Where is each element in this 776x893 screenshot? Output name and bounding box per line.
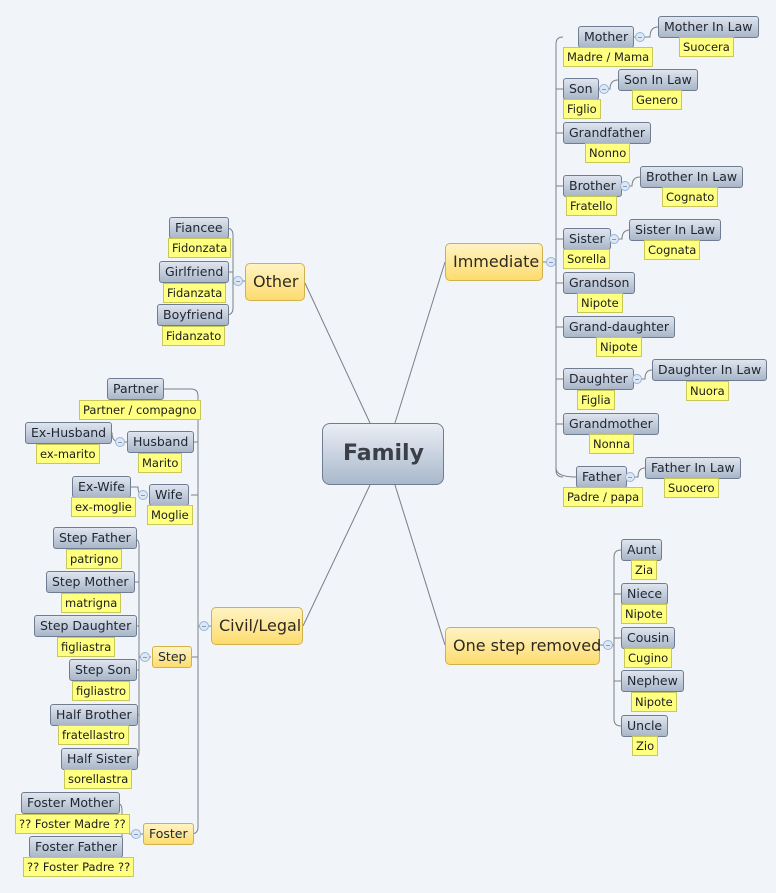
node-grandson[interactable]: Grandson: [563, 272, 636, 294]
collapse-sister-icon[interactable]: [609, 234, 619, 244]
branch-civil-legal[interactable]: Civil/Legal: [211, 607, 303, 645]
node-grand-daughter[interactable]: Grand-daughter: [563, 316, 675, 338]
node-daughter-in-law[interactable]: Daughter In Law: [652, 359, 768, 381]
collapse-other-icon[interactable]: [233, 276, 243, 286]
node-grandfather[interactable]: Grandfather: [563, 122, 652, 144]
node-father[interactable]: Father: [576, 466, 628, 488]
collapse-son-icon[interactable]: [599, 84, 609, 94]
node-brother[interactable]: Brother: [563, 175, 622, 197]
translation-grandfather: Nonno: [585, 143, 631, 163]
translation-step-mother: matrigna: [61, 593, 122, 613]
translation-son-in-law: Genero: [632, 90, 682, 110]
collapse-immediate-icon[interactable]: [546, 257, 556, 267]
node-sister-in-law[interactable]: Sister In Law: [629, 219, 722, 241]
node-daughter[interactable]: Daughter: [563, 368, 634, 390]
node-girlfriend[interactable]: Girlfriend: [159, 261, 230, 283]
root-node-family[interactable]: Family: [322, 423, 444, 485]
node-partner[interactable]: Partner: [107, 378, 165, 400]
node-aunt[interactable]: Aunt: [621, 539, 663, 561]
node-boyfriend[interactable]: Boyfriend: [157, 304, 230, 326]
node-step[interactable]: Step: [152, 646, 193, 668]
translation-half-brother: fratellastro: [58, 725, 129, 745]
translation-foster-mother: ?? Foster Madre ??: [15, 814, 130, 834]
translation-son: Figlio: [563, 99, 601, 119]
translation-aunt: Zia: [631, 560, 658, 580]
branch-other[interactable]: Other: [245, 263, 305, 301]
translation-sister-in-law: Cognata: [644, 240, 701, 260]
translation-cousin: Cugino: [624, 648, 673, 668]
node-mother-in-law[interactable]: Mother In Law: [658, 16, 759, 38]
translation-step-father: patrigno: [66, 549, 123, 569]
node-ex-wife[interactable]: Ex-Wife: [72, 476, 131, 498]
collapse-mother-icon[interactable]: [635, 32, 645, 42]
node-uncle[interactable]: Uncle: [621, 715, 669, 737]
branch-one-step-removed[interactable]: One step removed: [445, 627, 601, 665]
node-cousin[interactable]: Cousin: [621, 627, 676, 649]
node-foster-mother[interactable]: Foster Mother: [21, 792, 120, 814]
translation-mother-in-law: Suocera: [679, 37, 734, 57]
node-half-sister[interactable]: Half Sister: [61, 748, 138, 770]
translation-husband: Marito: [138, 453, 183, 473]
collapse-husband-icon[interactable]: [115, 437, 125, 447]
collapse-father-icon[interactable]: [625, 472, 635, 482]
node-father-in-law[interactable]: Father In Law: [645, 457, 741, 479]
node-nephew[interactable]: Nephew: [621, 670, 684, 692]
node-grandmother[interactable]: Grandmother: [563, 413, 659, 435]
node-fiancee[interactable]: Fiancee: [169, 217, 229, 239]
translation-ex-wife: ex-moglie: [71, 497, 136, 517]
node-foster-father[interactable]: Foster Father: [29, 836, 123, 858]
translation-foster-father: ?? Foster Padre ??: [23, 857, 135, 877]
collapse-step-icon[interactable]: [140, 652, 150, 662]
node-foster[interactable]: Foster: [143, 823, 194, 845]
translation-girlfriend: Fidanzata: [163, 283, 227, 303]
translation-wife: Moglie: [147, 505, 193, 525]
collapse-foster-icon[interactable]: [131, 829, 141, 839]
translation-father-in-law: Suocero: [664, 478, 719, 498]
node-half-brother[interactable]: Half Brother: [50, 704, 138, 726]
translation-sister: Sorella: [563, 249, 611, 269]
translation-grandmother: Nonna: [589, 434, 635, 454]
translation-boyfriend: Fidanzato: [162, 326, 226, 346]
translation-grand-daughter: Nipote: [596, 337, 642, 357]
collapse-civil-icon[interactable]: [199, 621, 209, 631]
node-son[interactable]: Son: [563, 78, 599, 100]
translation-daughter-in-law: Nuora: [686, 381, 729, 401]
collapse-wife-icon[interactable]: [138, 490, 148, 500]
translation-half-sister: sorellastra: [64, 769, 133, 789]
node-step-daughter[interactable]: Step Daughter: [34, 615, 138, 637]
node-step-father[interactable]: Step Father: [53, 527, 137, 549]
translation-father: Padre / papa: [563, 487, 644, 507]
translation-step-son: figliastro: [72, 681, 130, 701]
node-step-son[interactable]: Step Son: [69, 659, 137, 681]
node-husband[interactable]: Husband: [127, 431, 195, 453]
translation-grandson: Nipote: [577, 293, 623, 313]
translation-step-daughter: figliastra: [57, 637, 116, 657]
translation-partner: Partner / compagno: [79, 400, 201, 420]
translation-ex-husband: ex-marito: [36, 444, 100, 464]
collapse-one-step-icon[interactable]: [603, 640, 613, 650]
translation-mother: Madre / Mama: [563, 47, 654, 67]
node-niece[interactable]: Niece: [621, 583, 669, 605]
translation-brother: Fratello: [566, 196, 617, 216]
collapse-brother-icon[interactable]: [620, 181, 630, 191]
translation-nephew: Nipote: [631, 692, 677, 712]
node-sister[interactable]: Sister: [563, 228, 611, 250]
collapse-daughter-icon[interactable]: [632, 374, 642, 384]
translation-niece: Nipote: [621, 604, 667, 624]
node-wife[interactable]: Wife: [149, 484, 189, 506]
translation-daughter: Figlia: [577, 390, 615, 410]
translation-brother-in-law: Cognato: [662, 187, 719, 207]
branch-immediate[interactable]: Immediate: [445, 243, 543, 281]
node-step-mother[interactable]: Step Mother: [46, 571, 135, 593]
node-brother-in-law[interactable]: Brother In Law: [640, 166, 744, 188]
node-mother[interactable]: Mother: [578, 26, 635, 48]
translation-uncle: Zio: [632, 736, 659, 756]
translation-fiancee: Fidonzata: [168, 238, 232, 258]
node-son-in-law[interactable]: Son In Law: [618, 69, 698, 91]
node-ex-husband[interactable]: Ex-Husband: [25, 422, 113, 444]
